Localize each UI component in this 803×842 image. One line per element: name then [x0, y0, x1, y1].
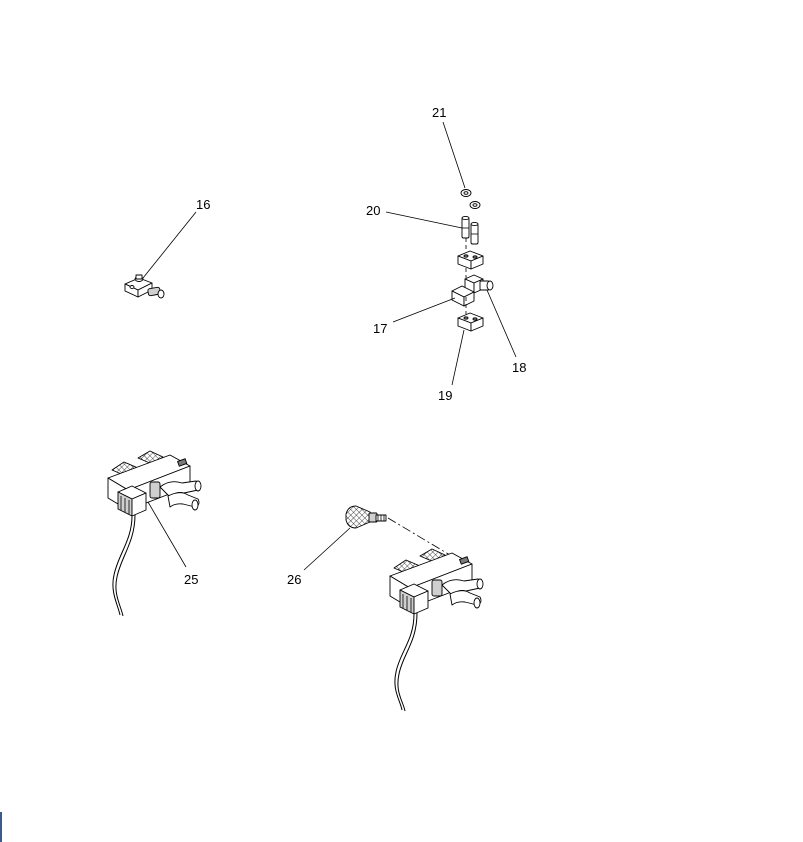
part-19-upper-block [457, 250, 484, 270]
page-edge-marker [0, 812, 2, 842]
leader-21 [442, 121, 466, 189]
callout-20: 20 [366, 203, 380, 218]
callout-21: 21 [432, 105, 446, 120]
leader-25 [147, 501, 187, 568]
leader-19 [451, 329, 465, 386]
leader-17 [392, 297, 456, 323]
callout-19: 19 [438, 388, 452, 403]
part-25-valve-assembly [107, 450, 202, 617]
part-26-plug [345, 505, 387, 529]
callout-16: 16 [196, 197, 210, 212]
leader-20 [385, 211, 463, 229]
callout-17: 17 [373, 321, 387, 336]
callout-26: 26 [287, 572, 301, 587]
part-18-elbow [464, 274, 494, 294]
leader-26 [303, 527, 351, 571]
part-17-clamp [451, 285, 475, 307]
leader-16 [142, 211, 197, 279]
part-16-fitting [124, 274, 165, 299]
part-20-pins [461, 215, 479, 245]
valve-assembly-target [389, 548, 484, 712]
callout-18: 18 [512, 360, 526, 375]
leader-18 [486, 289, 517, 358]
insertion-path [387, 517, 451, 556]
part-19-lower-block [457, 312, 484, 332]
callout-25: 25 [184, 572, 198, 587]
part-21-washers [460, 189, 481, 209]
